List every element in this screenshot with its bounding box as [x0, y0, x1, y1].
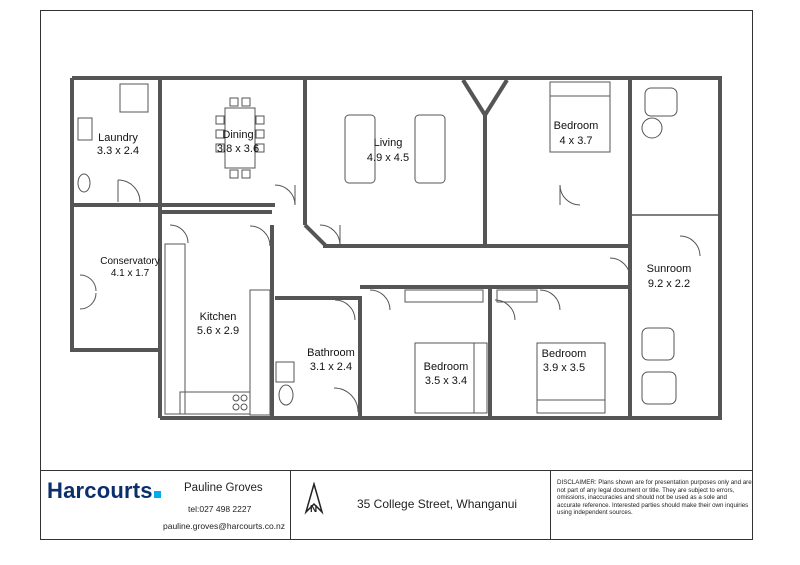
kitchen-bench [179, 391, 251, 415]
svg-text:N: N [310, 504, 317, 515]
kitchen-counter-right [249, 289, 271, 416]
room-size: 3.5 x 3.4 [425, 375, 467, 387]
room-size: 3.3 x 2.4 [97, 145, 139, 157]
bathroom-toilet [278, 384, 294, 406]
armchair-sunroom-2 [641, 371, 677, 405]
armchair-sunroom-1 [641, 327, 675, 361]
room-name: Kitchen [200, 311, 237, 323]
dining-table [224, 107, 256, 169]
armchair-top [644, 87, 678, 117]
footer-divider [290, 470, 291, 540]
footer-border [40, 470, 753, 471]
room-size: 3.8 x 3.6 [217, 143, 259, 155]
room-name: Conservatory [100, 256, 159, 267]
room-size: 9.2 x 2.2 [648, 278, 690, 290]
sofa-left [344, 114, 376, 184]
bed-2 [414, 342, 488, 414]
wardrobe-3 [496, 289, 538, 303]
room-size: 3.9 x 3.5 [543, 362, 585, 374]
plan-frame [40, 10, 753, 540]
agent-email[interactable]: pauline.groves@harcourts.co.nz [163, 521, 286, 531]
toilet-fixture [77, 173, 91, 193]
room-name: Dining [222, 129, 253, 141]
laundry-tub [77, 117, 93, 141]
room-size: 4 x 3.7 [559, 135, 592, 147]
brand-dot-icon [153, 491, 161, 498]
north-arrow-icon: N [304, 482, 324, 515]
room-size: 4.1 x 1.7 [111, 268, 150, 279]
disclaimer-title: DISCLAIMER: [557, 479, 597, 486]
disclaimer-text: Plans shown are for presentation purpose… [557, 479, 752, 517]
room-name: Living [374, 137, 403, 149]
room-name: Bedroom [554, 120, 599, 132]
room-size: 4.9 x 4.5 [367, 152, 409, 164]
fixtures [77, 81, 701, 416]
laundry-machine [119, 83, 149, 113]
room-name: Bedroom [424, 361, 469, 373]
bed-3 [536, 342, 606, 414]
agent-name: Pauline Groves [184, 482, 263, 494]
sofa-right [414, 114, 446, 184]
walls [70, 76, 722, 420]
wardrobe-2 [404, 289, 484, 303]
kitchen-counter-left [164, 243, 186, 415]
room-size: 3.1 x 2.4 [310, 361, 352, 373]
footer-divider [550, 470, 551, 540]
brand-logo: Harcourts [47, 478, 161, 504]
bed-main [549, 81, 611, 153]
room-name: Laundry [98, 132, 138, 144]
brand-name: Harcourts [47, 478, 153, 503]
room-name: Bedroom [542, 348, 587, 360]
floor-plan: Laundry 3.3 x 2.4 Dining 3.8 x 3.6 Livin… [70, 76, 722, 420]
room-name: Bathroom [307, 347, 355, 359]
room-labels: Laundry 3.3 x 2.4 Dining 3.8 x 3.6 Livin… [97, 120, 691, 387]
room-size: 5.6 x 2.9 [197, 325, 239, 337]
disclaimer: DISCLAIMER: Plans shown are for presenta… [557, 479, 752, 517]
room-name: Sunroom [647, 263, 692, 275]
agent-phone[interactable]: tel:027 498 2227 [188, 504, 252, 514]
property-address: 35 College Street, Whanganui [357, 497, 518, 511]
